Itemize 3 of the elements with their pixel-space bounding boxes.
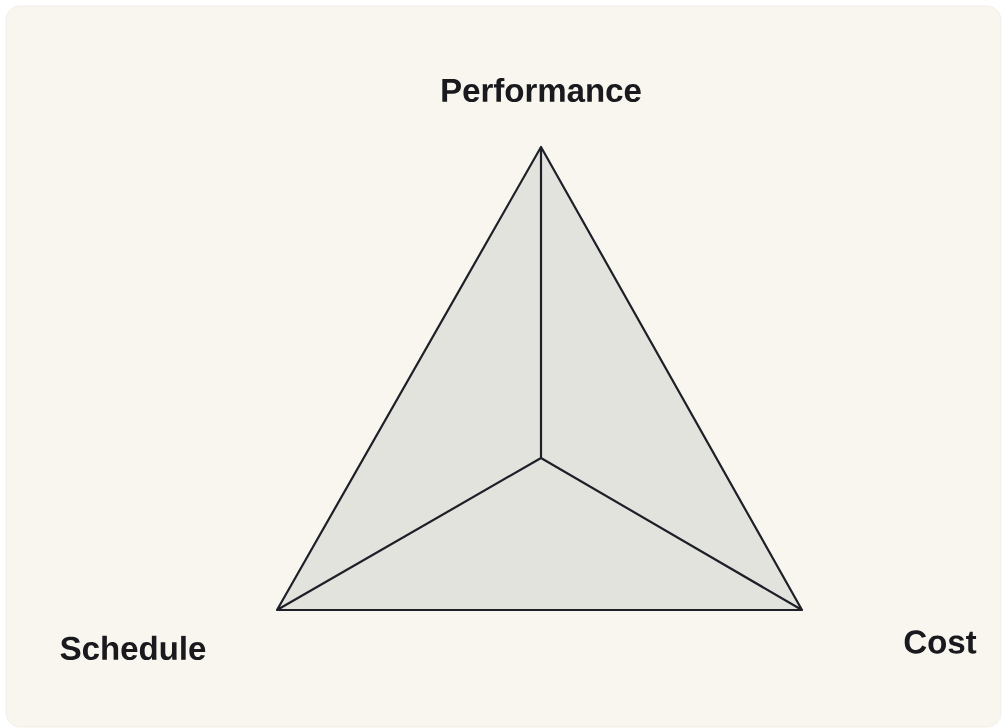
vertex-label: Cost: [904, 630, 977, 654]
vertex-label: Performance: [442, 77, 641, 103]
vertex-label: Schedule: [60, 635, 206, 661]
